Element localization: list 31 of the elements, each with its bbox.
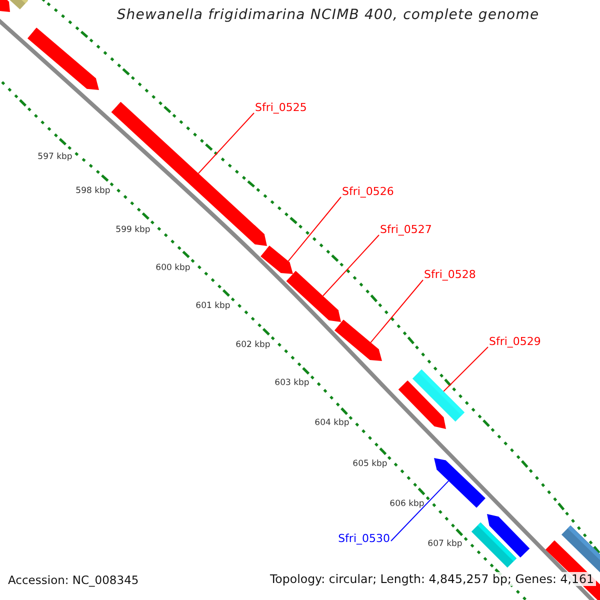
scale-label: 598 kbp: [74, 185, 112, 197]
diagram-title: Shewanella frigidimarina NCIMB 400, complete genome: [116, 9, 540, 21]
accession-label: Accession: NC_008345: [8, 574, 139, 586]
scale-label: 600 kbp: [154, 262, 192, 274]
leader-line: [443, 346, 488, 392]
leader-line: [322, 234, 380, 296]
gene-feature: [260, 246, 293, 274]
leader-line: [370, 280, 424, 343]
genome-stats-label: Topology: circular; Length: 4,845,257 bp; Genes: 4,161: [268, 572, 596, 586]
leader-line: [288, 196, 342, 262]
leader-line: [198, 112, 254, 174]
scale-label: 597 kbp: [36, 151, 74, 163]
scale-label: 599 kbp: [114, 224, 152, 236]
scale-label: 603 kbp: [274, 377, 310, 389]
gene-feature: [286, 270, 341, 322]
scale-label: 605 kbp: [352, 458, 388, 470]
gene-label: Sfri_0529: [489, 336, 541, 348]
scale-label: 604 kbp: [314, 417, 350, 429]
gene-label: Sfri_0530: [338, 533, 390, 545]
leader-line: [390, 480, 450, 542]
scale-label: 601 kbp: [194, 300, 232, 312]
gene-feature: [412, 369, 465, 422]
gene-feature: [334, 320, 382, 361]
gene-label: Sfri_0528: [424, 269, 476, 281]
gene-label: Sfri_0526: [342, 186, 394, 198]
scale-label: 607 kbp: [426, 538, 464, 550]
gene-label: Sfri_0527: [380, 224, 432, 236]
gene-label: Sfri_0525: [255, 102, 307, 114]
scale-label: 606 kbp: [388, 498, 426, 510]
scale-label: 602 kbp: [234, 339, 272, 351]
gene-feature: [434, 458, 486, 508]
